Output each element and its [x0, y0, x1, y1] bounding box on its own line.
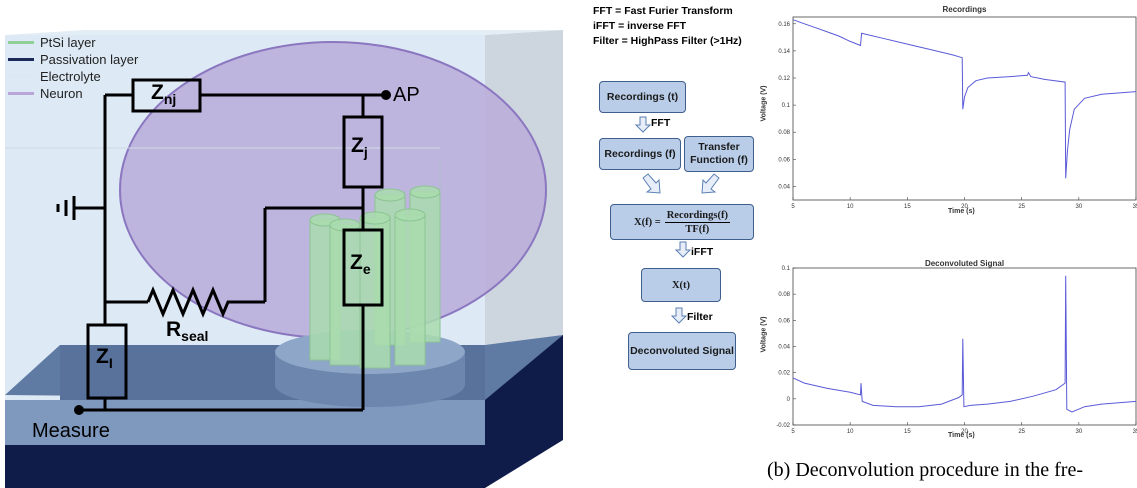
- y-tick-label: 0.1: [782, 103, 791, 109]
- legend-swatch: [8, 92, 34, 95]
- definition-line: Filter = HighPass Filter (>1Hz): [593, 35, 742, 47]
- filter-label: Filter: [687, 311, 713, 323]
- y-tick-label: 0: [787, 397, 791, 403]
- legend-item: Neuron: [8, 85, 158, 102]
- deconvoluted-signal-box: Deconvoluted Signal: [628, 332, 736, 370]
- figure-b-caption: (b) Deconvolution procedure in the fre-: [767, 459, 1083, 481]
- zi-label: ZI: [96, 345, 113, 372]
- znj-label: Znj: [151, 81, 177, 108]
- plot-frame: [792, 16, 1137, 201]
- ground-icon: [56, 196, 76, 220]
- arrow-diag-icon: [701, 173, 720, 194]
- x-tick-label: 15: [904, 204, 911, 210]
- legend-label: Electrolyte: [40, 69, 101, 84]
- pedestal-side: [275, 352, 465, 407]
- ifft-label: iFFT: [691, 246, 714, 258]
- x-tick-label: 35: [1133, 429, 1137, 435]
- deconvoluted-plot: Deconvoluted Signal Voltage (V) Time (s)…: [760, 255, 1137, 445]
- x-tick-label: 20: [961, 429, 968, 435]
- y-tick-label: 0.04: [778, 345, 790, 351]
- electrolyte-top: [5, 30, 563, 35]
- passivation-front: [5, 400, 485, 445]
- legend-swatch: [8, 58, 34, 61]
- legend: PtSi layer Passivation layer Electrolyte…: [8, 34, 158, 102]
- circuit-wires: [75, 93, 385, 412]
- x-tick-label: 25: [1018, 204, 1025, 210]
- legend-item: PtSi layer: [8, 34, 158, 51]
- legend-item: Passivation layer: [8, 51, 158, 68]
- y-tick-label: 0.16: [778, 22, 790, 28]
- plot-frame: [792, 267, 1137, 426]
- recordings-plot-area: 5 10 15 20 25 30 35 0.04 0.06 0.08 0.1 0.12 0.14 0.16: [778, 16, 1137, 210]
- legend-swatch: [8, 75, 34, 78]
- ze-label: Ze: [350, 251, 371, 278]
- y-tick-label: 0.08: [778, 130, 790, 136]
- x-tick-label: 25: [1018, 429, 1025, 435]
- recordings-f-box: Recordings (f): [599, 138, 681, 170]
- xf-equation-box: X(f) = Recordings(f) TF(f): [610, 204, 754, 240]
- x-tick-label: 20: [961, 204, 968, 210]
- y-tick-label: 0.06: [778, 157, 790, 163]
- passivation-side: [485, 335, 563, 488]
- arrow-diag-icon: [642, 173, 661, 194]
- equation-numerator: Recordings(f): [664, 209, 730, 223]
- znj-box: [131, 78, 202, 113]
- abbreviation-definitions: FFT = Fast Furier Transform iFFT = inver…: [593, 4, 742, 49]
- ap-label: AP: [393, 84, 420, 106]
- y-tick-label: 0.06: [778, 318, 790, 324]
- arrow-down-icon: [674, 241, 692, 258]
- legend-label: PtSi layer: [40, 35, 96, 50]
- deconvoluted-plot-area: 5 10 15 20 25 30 35 -0.02 0 0.02 0.04 0.06 0.08 0.1: [776, 266, 1137, 435]
- x-tick-label: 30: [1075, 204, 1082, 210]
- arrow-down-icon: [634, 116, 652, 133]
- y-tick-label: 0.1: [782, 266, 791, 272]
- series-line: [792, 19, 1137, 179]
- arrow-down-icon: [670, 307, 688, 324]
- legend-label: Neuron: [40, 86, 83, 101]
- legend-item: Electrolyte: [8, 68, 158, 85]
- measure-label: Measure: [32, 420, 110, 442]
- plot-title: Deconvoluted Signal: [924, 259, 1005, 268]
- substrate-front: [5, 445, 485, 488]
- x-tick-label: 15: [904, 429, 911, 435]
- x-tick-label: 5: [791, 429, 795, 435]
- figure-a: PtSi layer Passivation layer Electrolyte…: [5, 30, 564, 488]
- fft-label: FFT: [651, 117, 671, 129]
- y-tick-label: 0.12: [778, 76, 790, 82]
- y-tick-label: 0.08: [778, 292, 790, 298]
- zi-box: [86, 323, 128, 400]
- x-tick-label: 10: [847, 204, 854, 210]
- y-tick-label: 0.14: [778, 49, 790, 55]
- recordings-t-box: Recordings (t): [599, 81, 686, 113]
- plot-title: Recordings: [942, 5, 987, 14]
- x-tick-label: 35: [1133, 204, 1137, 210]
- transfer-function-box: Transfer Function (f): [684, 136, 754, 172]
- definition-line: FFT = Fast Furier Transform: [593, 5, 733, 17]
- ze-box: [342, 228, 384, 307]
- figure-a-illustration: [5, 30, 564, 488]
- x-tick-label: 5: [791, 204, 795, 210]
- legend-label: Passivation layer: [40, 52, 139, 67]
- ap-terminal: [381, 90, 391, 100]
- legend-swatch: [8, 41, 34, 44]
- rseal-label: Rseal: [166, 318, 209, 345]
- y-tick-label: 0.04: [778, 184, 790, 190]
- series-line: [792, 275, 1137, 413]
- x-tick-label: 10: [847, 429, 854, 435]
- ptsi-pillars: [309, 185, 441, 369]
- measure-terminal: [74, 405, 84, 415]
- x-axis-label: Time (s): [948, 208, 975, 215]
- equation-denominator: TF(f): [685, 223, 710, 235]
- zj-label: Zj: [351, 134, 368, 161]
- x-tick-label: 30: [1075, 429, 1082, 435]
- xt-box: X(t): [641, 268, 721, 302]
- x-axis-label: Time (s): [948, 432, 975, 439]
- zj-box: [342, 115, 384, 189]
- definition-line: iFFT = inverse FFT: [593, 20, 687, 32]
- y-tick-label: 0.02: [778, 371, 790, 377]
- y-tick-label: -0.02: [776, 423, 790, 429]
